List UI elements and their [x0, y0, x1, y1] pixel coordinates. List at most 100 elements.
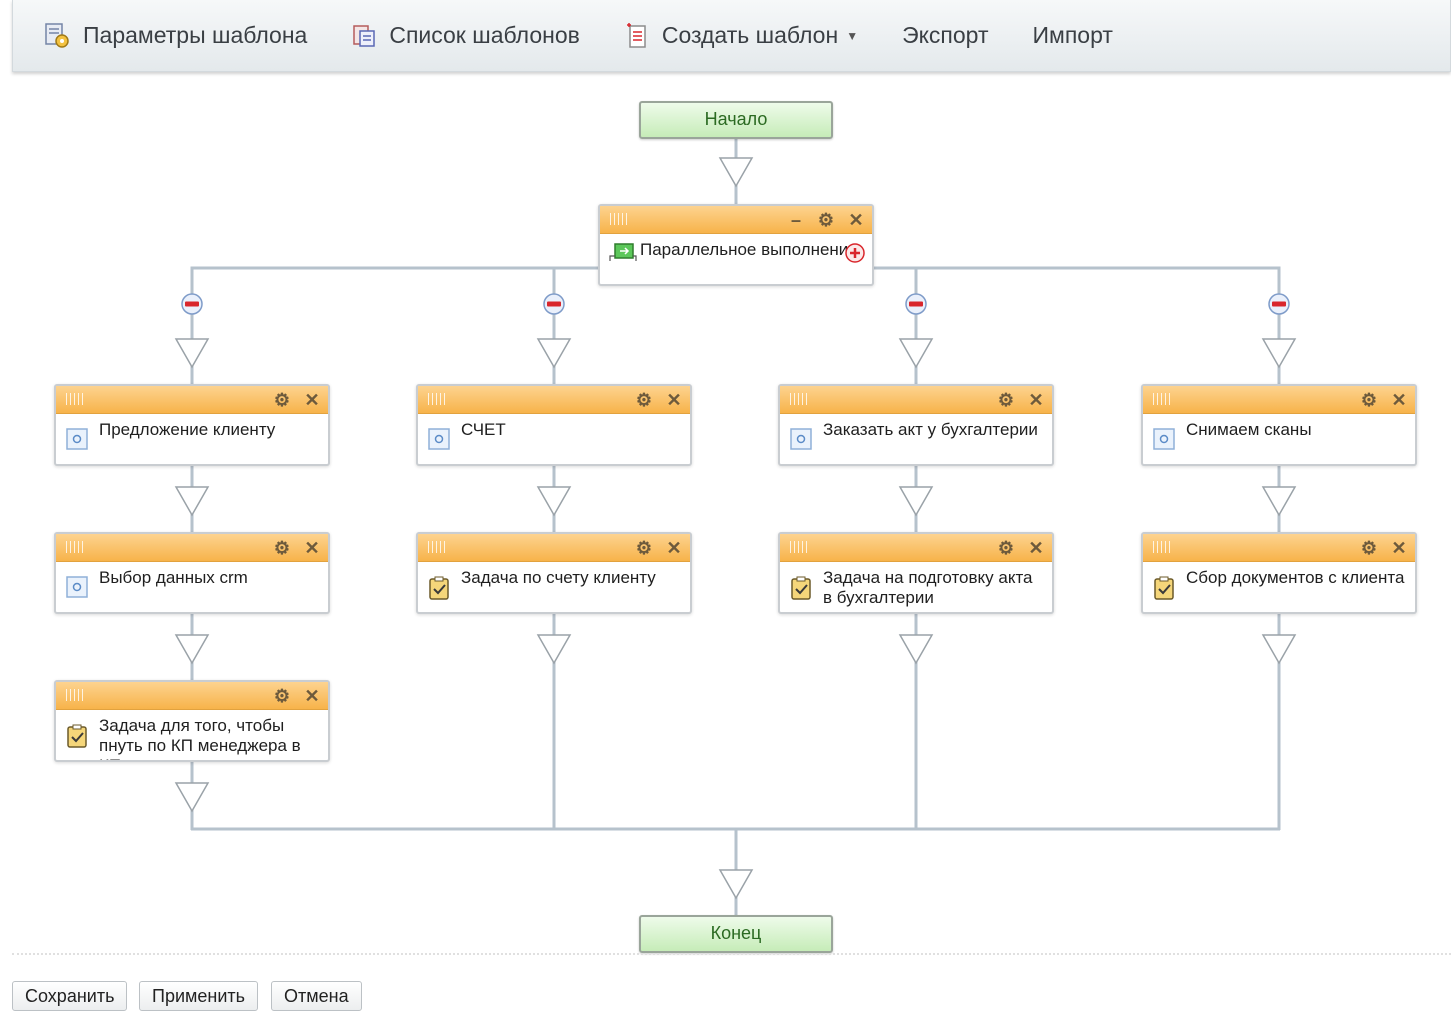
parallel-block[interactable]: – ⚙ ✕ Параллельное выполнение — [598, 204, 874, 286]
flow-arrow — [174, 338, 210, 369]
flow-arrow — [898, 634, 934, 665]
activity-block[interactable]: ⚙ ✕ Выбор данных crm — [54, 532, 330, 614]
drag-handle-icon[interactable] — [610, 213, 630, 225]
drag-handle-icon[interactable] — [790, 393, 810, 405]
import-label: Импорт — [1032, 22, 1113, 48]
remove-branch-icon[interactable] — [180, 292, 204, 316]
remove-branch-icon[interactable] — [1267, 292, 1291, 316]
drag-handle-icon[interactable] — [66, 689, 86, 701]
gear-icon[interactable]: ⚙ — [997, 538, 1015, 558]
close-icon[interactable]: ✕ — [1391, 390, 1407, 410]
block-title: Сбор документов с клиента — [1186, 568, 1405, 587]
activity-block[interactable]: ⚙ ✕ СЧЕТ — [416, 384, 692, 466]
parallel-title: Параллельное выполнение — [640, 240, 858, 259]
block-title: Предложение клиенту — [99, 420, 276, 439]
close-icon[interactable]: ✕ — [1391, 538, 1407, 558]
block-header[interactable]: ⚙ ✕ — [56, 682, 328, 710]
close-icon[interactable]: ✕ — [848, 210, 864, 230]
block-title: СЧЕТ — [461, 420, 506, 439]
template-params-button[interactable]: Параметры шаблона — [43, 22, 307, 50]
gear-icon[interactable]: ⚙ — [273, 390, 291, 410]
flow-arrow — [536, 486, 572, 517]
drag-handle-icon[interactable] — [1153, 541, 1173, 553]
activity-icon — [1153, 428, 1175, 450]
flow-arrow — [718, 869, 754, 900]
gear-icon[interactable]: ⚙ — [273, 686, 291, 706]
flow-arrow — [174, 486, 210, 517]
drag-handle-icon[interactable] — [428, 541, 448, 553]
drag-handle-icon[interactable] — [1153, 393, 1173, 405]
block-header[interactable]: ⚙ ✕ — [418, 386, 690, 414]
export-button[interactable]: Экспорт — [902, 22, 988, 49]
cancel-button[interactable]: Отмена — [271, 981, 362, 1011]
flow-arrow — [1261, 338, 1297, 369]
footer-divider — [12, 953, 1451, 955]
activity-icon — [790, 428, 812, 450]
create-template-label: Создать шаблон — [661, 22, 839, 48]
block-header[interactable]: ⚙ ✕ — [56, 534, 328, 562]
close-icon[interactable]: ✕ — [1028, 538, 1044, 558]
task-block[interactable]: ⚙ ✕ Сбор документов с клиента — [1141, 532, 1417, 614]
block-header[interactable]: ⚙ ✕ — [418, 534, 690, 562]
parallel-icon — [609, 243, 637, 261]
block-header[interactable]: ⚙ ✕ — [780, 534, 1052, 562]
drag-handle-icon[interactable] — [790, 541, 810, 553]
block-header[interactable]: ⚙ ✕ — [780, 386, 1052, 414]
create-template-button[interactable]: Создать шаблон ▼ — [624, 22, 858, 50]
start-node: Начало — [639, 101, 833, 139]
template-list-label: Список шаблонов — [389, 22, 580, 48]
block-title: Задача по счету клиенту — [461, 568, 656, 587]
gear-icon[interactable]: ⚙ — [273, 538, 291, 558]
close-icon[interactable]: ✕ — [666, 390, 682, 410]
flow-arrow — [536, 338, 572, 369]
task-block[interactable]: ⚙ ✕ Задача для того, чтобы пнуть по КП м… — [54, 680, 330, 762]
gear-icon[interactable]: ⚙ — [1360, 538, 1378, 558]
task-block[interactable]: ⚙ ✕ Задача по счету клиенту — [416, 532, 692, 614]
apply-button[interactable]: Применить — [139, 981, 259, 1011]
save-button[interactable]: Сохранить — [12, 981, 128, 1011]
flow-arrow — [536, 634, 572, 665]
toolbar: Параметры шаблона Список шаблонов Создат… — [12, 0, 1451, 72]
close-icon[interactable]: ✕ — [666, 538, 682, 558]
close-icon[interactable]: ✕ — [304, 390, 320, 410]
drag-handle-icon[interactable] — [428, 393, 448, 405]
start-label: Начало — [704, 109, 768, 129]
activity-block[interactable]: ⚙ ✕ Снимаем сканы — [1141, 384, 1417, 466]
end-label: Конец — [710, 923, 762, 943]
close-icon[interactable]: ✕ — [304, 686, 320, 706]
remove-branch-icon[interactable] — [904, 292, 928, 316]
template-list-button[interactable]: Список шаблонов — [351, 22, 580, 49]
drag-handle-icon[interactable] — [66, 541, 86, 553]
task-block[interactable]: ⚙ ✕ Задача на подготовку акта в бухгалте… — [778, 532, 1054, 614]
activity-icon — [66, 576, 88, 598]
gear-icon[interactable]: ⚙ — [1360, 390, 1378, 410]
block-header[interactable]: – ⚙ ✕ — [600, 206, 872, 234]
close-icon[interactable]: ✕ — [1028, 390, 1044, 410]
flow-arrow — [1261, 634, 1297, 665]
collapse-icon[interactable]: – — [790, 210, 801, 230]
close-icon[interactable]: ✕ — [304, 538, 320, 558]
block-title: Задача для того, чтобы пнуть по КП менед… — [99, 716, 301, 760]
activity-block[interactable]: ⚙ ✕ Предложение клиенту — [54, 384, 330, 466]
remove-branch-icon[interactable] — [542, 292, 566, 316]
block-title: Задача на подготовку акта в бухгалтерии — [823, 568, 1033, 607]
flow-arrow — [718, 157, 754, 188]
gear-icon[interactable]: ⚙ — [635, 538, 653, 558]
chevron-down-icon: ▼ — [846, 28, 859, 43]
flow-arrow — [898, 486, 934, 517]
gear-icon[interactable]: ⚙ — [997, 390, 1015, 410]
gear-icon[interactable]: ⚙ — [635, 390, 653, 410]
activity-icon — [428, 428, 450, 450]
add-branch-icon[interactable] — [844, 242, 866, 264]
block-header[interactable]: ⚙ ✕ — [1143, 534, 1415, 562]
gear-icon[interactable]: ⚙ — [817, 210, 835, 230]
block-header[interactable]: ⚙ ✕ — [1143, 386, 1415, 414]
activity-block[interactable]: ⚙ ✕ Заказать акт у бухгалтерии — [778, 384, 1054, 466]
drag-handle-icon[interactable] — [66, 393, 86, 405]
list-icon — [353, 24, 376, 47]
block-header[interactable]: ⚙ ✕ — [56, 386, 328, 414]
import-button[interactable]: Импорт — [1033, 22, 1113, 49]
new-document-icon — [626, 22, 646, 48]
block-title: Заказать акт у бухгалтерии — [823, 420, 1038, 439]
block-title: Выбор данных crm — [99, 568, 248, 587]
